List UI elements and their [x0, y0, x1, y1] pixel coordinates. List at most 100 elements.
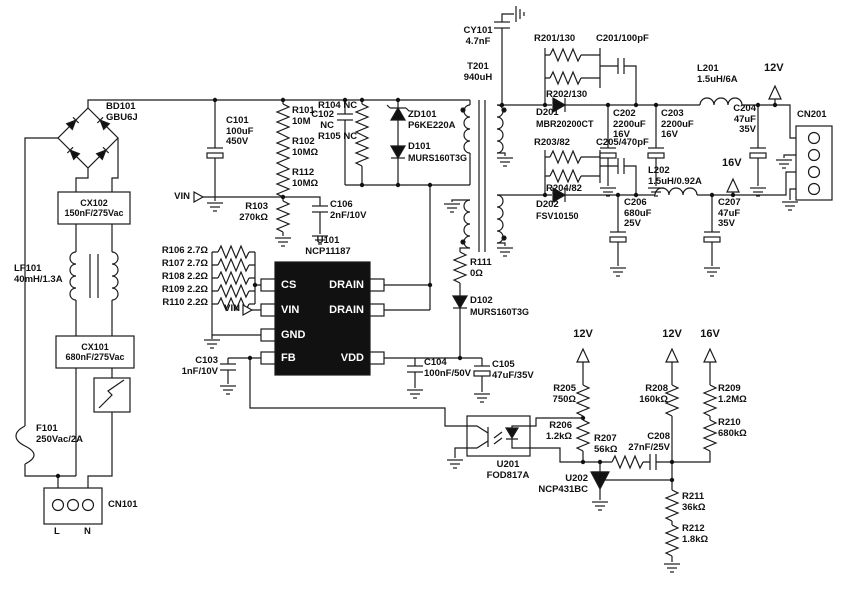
v16-flag-main [726, 178, 740, 193]
capacitor-c105-symbol [473, 365, 491, 377]
resistor-r206-symbol [576, 419, 590, 452]
label-12v-b: 12V [662, 328, 682, 340]
fuse-symbol [15, 425, 35, 465]
label-r106: R106 2.7Ω [161, 245, 208, 256]
label-r110: R110 2.2Ω [162, 297, 208, 308]
resistor-r205-symbol [576, 384, 590, 417]
capacitor-c208-symbol [649, 453, 657, 471]
resistor-r106-symbol [217, 245, 250, 259]
common-mode-choke-symbol [69, 251, 119, 301]
v12-flag-main [768, 85, 782, 100]
inductor-l202-symbol [654, 187, 698, 196]
resistor-r107-symbol [217, 258, 250, 272]
zener-zd101-symbol [386, 104, 410, 121]
vin-tag-1 [193, 191, 204, 203]
resistor-r207-symbol [611, 455, 644, 469]
u101-pin-drain1: DRAIN [329, 279, 364, 291]
label-r107: R107 2.7Ω [161, 258, 208, 269]
optocoupler-u201-symbol [466, 415, 531, 457]
label-c201: C201/100pF [596, 33, 649, 44]
resistor-r209-symbol [703, 384, 717, 417]
capacitor-c203-symbol [647, 147, 665, 159]
resistor-r101-symbol [276, 103, 290, 136]
label-vin-1: VIN [174, 191, 190, 202]
primary-section-wires [193, 97, 491, 427]
resistor-r103-symbol [276, 200, 290, 233]
v12-flag-b [665, 348, 679, 363]
u101-pin-fb: FB [281, 352, 296, 364]
diode-d102-symbol [452, 295, 468, 309]
label-r203: R203/82 [534, 137, 570, 148]
shunt-regulator-u202-symbol [590, 471, 610, 491]
label-r202: R202/130 [546, 89, 588, 100]
capacitor-c101-symbol [206, 147, 224, 159]
label-r204: R204/82 [546, 183, 582, 194]
capacitor-c207-symbol [703, 231, 721, 243]
resistor-r203-symbol [549, 150, 582, 164]
label-r108: R108 2.2Ω [161, 271, 208, 282]
x-capacitor-cx101 [55, 335, 135, 369]
capacitor-c201-symbol [617, 57, 625, 75]
u101-pin-gnd: GND [281, 329, 306, 341]
resistor-r201-symbol [549, 48, 582, 62]
label-cn101: CN101 [108, 499, 138, 510]
x-capacitor-cx102 [57, 191, 131, 225]
v12-flag-a [576, 348, 590, 363]
label-r109: R109 2.2Ω [161, 284, 208, 295]
resistor-r111-symbol [453, 251, 467, 284]
label-c205: C205/470pF [596, 137, 649, 148]
resistor-r102-symbol [276, 134, 290, 167]
input-section-wires [15, 99, 470, 525]
capacitor-c106-symbol [311, 205, 329, 213]
transformer-t201-symbol [460, 104, 507, 249]
capacitor-c104-symbol [406, 365, 424, 373]
varistor-symbol [93, 377, 131, 413]
u101-pin-drain2: DRAIN [329, 304, 364, 316]
resistor-r104-symbol [355, 103, 369, 136]
label-line-l: L [54, 526, 60, 537]
label-12v-main: 12V [764, 62, 784, 74]
resistor-r105-symbol [355, 134, 369, 167]
secondary-section-wires [460, 5, 833, 277]
resistor-r204-symbol [549, 169, 582, 183]
label-cn201: CN201 [797, 109, 827, 120]
capacitor-c103-symbol [219, 363, 237, 371]
capacitor-c102-symbol [336, 113, 354, 121]
connector-cn201 [795, 125, 833, 201]
label-r105: R105 NC [318, 131, 358, 142]
diode-d101-symbol [390, 145, 406, 159]
resistor-r210-symbol [703, 419, 717, 452]
label-r104: R104 NC [318, 100, 358, 111]
